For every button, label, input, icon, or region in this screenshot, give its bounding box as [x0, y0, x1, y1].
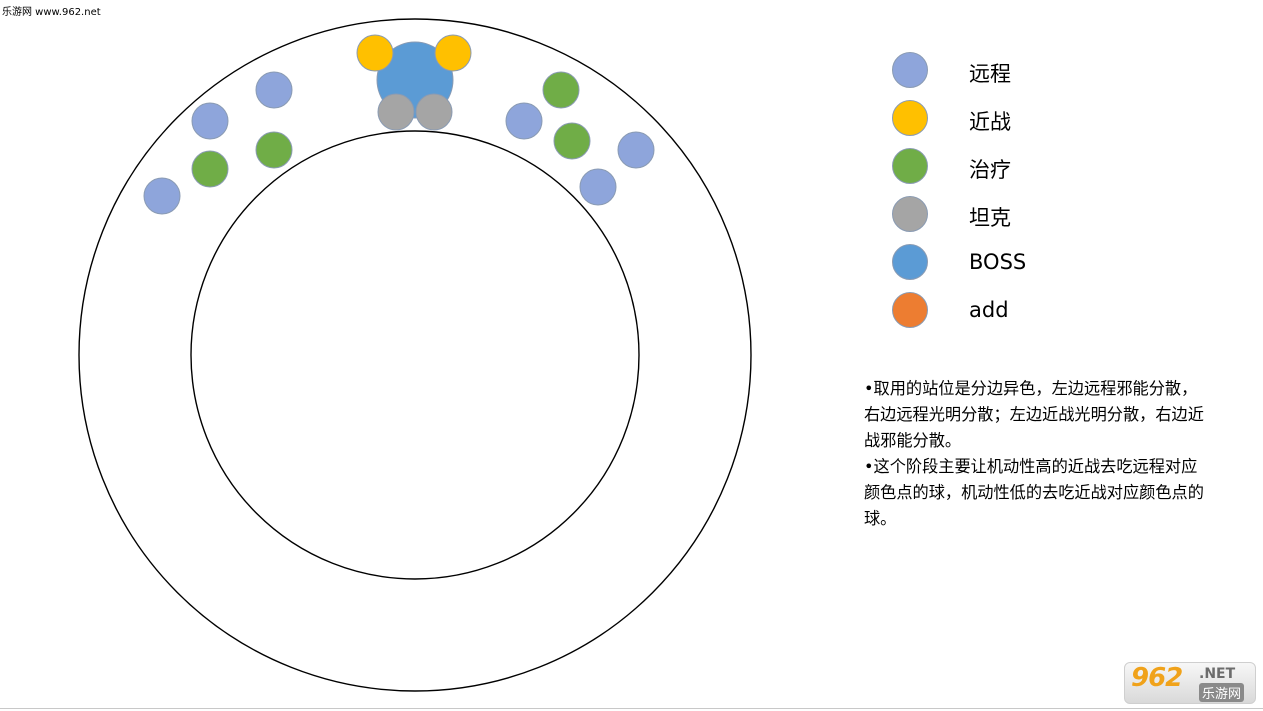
- legend-item-melee: 近战: [892, 100, 1092, 140]
- melee-token: [434, 34, 472, 72]
- healer-token: [553, 122, 591, 160]
- legend-label: 治疗: [969, 158, 1011, 182]
- bottom-divider: [0, 708, 1263, 709]
- strategy-notes: •取用的站位是分边异色，左边远程邪能分散，右边远程光明分散；左边近战光明分散，右…: [864, 376, 1209, 532]
- ranged-token: [579, 168, 617, 206]
- inner-ring: [190, 130, 640, 580]
- legend-label: 近战: [969, 110, 1011, 134]
- note-paragraph: •取用的站位是分边异色，左边远程邪能分散，右边远程光明分散；左边近战光明分散，右…: [864, 379, 1204, 450]
- melee-swatch-icon: [892, 100, 928, 136]
- legend-item-ranged: 远程: [892, 52, 1092, 92]
- ranged-swatch-icon: [892, 52, 928, 88]
- site-watermark-text: 乐游网 www.962.net: [2, 7, 101, 18]
- healer-swatch-icon: [892, 148, 928, 184]
- logo-domain: .NET: [1199, 666, 1236, 682]
- legend-item-healer: 治疗: [892, 148, 1092, 188]
- legend-label: 坦克: [969, 206, 1011, 230]
- legend-item-boss: BOSS: [892, 244, 1092, 284]
- ranged-token: [191, 102, 229, 140]
- ranged-token: [255, 71, 293, 109]
- logo-name: 乐游网: [1199, 683, 1245, 702]
- site-logo: 962 .NET 乐游网: [1124, 662, 1256, 704]
- ranged-token: [617, 131, 655, 169]
- tank-token: [415, 93, 453, 131]
- ranged-token: [505, 102, 543, 140]
- note-paragraph: •这个阶段主要让机动性高的近战去吃远程对应颜色点的球，机动性低的去吃近战对应颜色…: [864, 457, 1204, 528]
- healer-token: [191, 150, 229, 188]
- logo-number: 962: [1131, 663, 1183, 693]
- legend-label: BOSS: [969, 250, 1027, 274]
- melee-token: [356, 34, 394, 72]
- healer-token: [255, 131, 293, 169]
- healer-token: [542, 71, 580, 109]
- legend-item-tank: 坦克: [892, 196, 1092, 236]
- outer-ring: [78, 18, 752, 692]
- legend-label: add: [969, 298, 1009, 322]
- ranged-token: [143, 177, 181, 215]
- tank-token: [377, 93, 415, 131]
- legend-label: 远程: [969, 62, 1011, 86]
- add-swatch-icon: [892, 292, 928, 328]
- boss-swatch-icon: [892, 244, 928, 280]
- player-tokens: [143, 34, 655, 215]
- legend-item-add: add: [892, 292, 1092, 332]
- tank-swatch-icon: [892, 196, 928, 232]
